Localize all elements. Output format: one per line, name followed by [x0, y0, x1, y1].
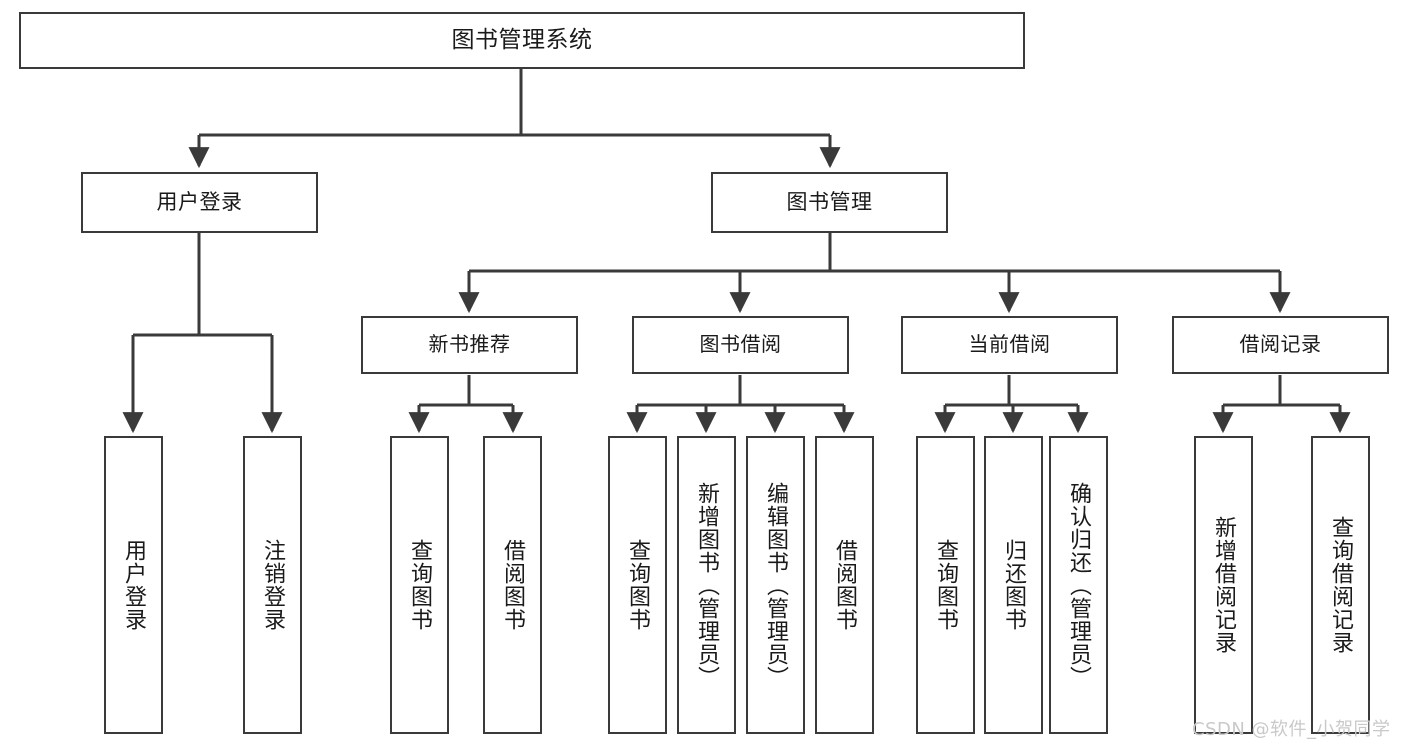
- node-label: 用户登录: [156, 190, 243, 215]
- node-label: 归还图书: [1001, 539, 1027, 631]
- node-label: 新增借阅记录: [1211, 516, 1237, 654]
- node-leaf-query-book-current[interactable]: 查询图书: [916, 436, 975, 734]
- node-user-login[interactable]: 用户登录: [81, 172, 318, 233]
- node-label: 查询图书: [625, 539, 651, 631]
- node-label: 图书管理系统: [451, 26, 593, 53]
- node-label: 确认归还（管理员）: [1066, 481, 1092, 689]
- node-label: 当前借阅: [968, 332, 1051, 357]
- node-label: 查询图书: [933, 539, 959, 631]
- node-label: 注销登录: [260, 539, 286, 631]
- node-root-system[interactable]: 图书管理系统: [19, 12, 1025, 69]
- node-current-borrow[interactable]: 当前借阅: [901, 316, 1118, 374]
- node-leaf-query-book-new[interactable]: 查询图书: [390, 436, 449, 734]
- node-borrow-record[interactable]: 借阅记录: [1172, 316, 1389, 374]
- node-label: 查询图书: [407, 539, 433, 631]
- node-label: 图书管理: [786, 190, 873, 215]
- node-leaf-query-book-borrow[interactable]: 查询图书: [608, 436, 667, 734]
- node-label: 借阅图书: [500, 539, 526, 631]
- node-leaf-add-borrow-record[interactable]: 新增借阅记录: [1194, 436, 1253, 734]
- node-book-management[interactable]: 图书管理: [711, 172, 948, 233]
- node-leaf-logout[interactable]: 注销登录: [243, 436, 302, 734]
- node-label: 新增图书（管理员）: [694, 481, 720, 689]
- node-label: 新书推荐: [428, 332, 511, 357]
- node-new-book-recommend[interactable]: 新书推荐: [361, 316, 578, 374]
- node-leaf-confirm-return-admin[interactable]: 确认归还（管理员）: [1049, 436, 1108, 734]
- node-label: 用户登录: [121, 539, 147, 631]
- node-label: 查询借阅记录: [1328, 516, 1354, 654]
- node-label: 图书借阅: [699, 332, 782, 357]
- node-leaf-query-borrow-record[interactable]: 查询借阅记录: [1311, 436, 1370, 734]
- node-label: 借阅图书: [832, 539, 858, 631]
- node-leaf-borrow-book-new[interactable]: 借阅图书: [483, 436, 542, 734]
- node-label: 借阅记录: [1239, 332, 1322, 357]
- node-leaf-user-login[interactable]: 用户登录: [104, 436, 163, 734]
- node-book-borrow[interactable]: 图书借阅: [632, 316, 849, 374]
- node-label: 编辑图书（管理员）: [763, 481, 789, 689]
- node-leaf-add-book-admin[interactable]: 新增图书（管理员）: [677, 436, 736, 734]
- node-leaf-return-book[interactable]: 归还图书: [984, 436, 1043, 734]
- node-leaf-borrow-book[interactable]: 借阅图书: [815, 436, 874, 734]
- node-leaf-edit-book-admin[interactable]: 编辑图书（管理员）: [746, 436, 805, 734]
